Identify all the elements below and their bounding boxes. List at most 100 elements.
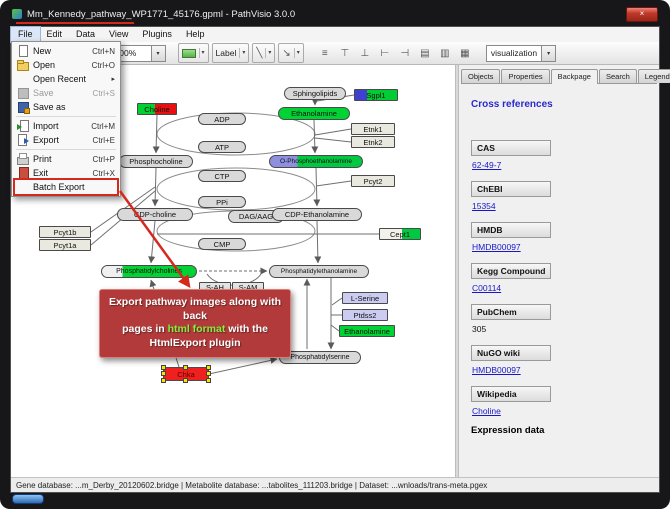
new-label-button[interactable]: Label ▾	[212, 43, 250, 63]
menu-item-shortcut: Ctrl+S	[93, 89, 115, 98]
title-bar[interactable]: Mm_Kennedy_pathway_WP1771_45176.gpml - P…	[12, 6, 658, 22]
pathway-node-adp[interactable]: ADP	[198, 113, 246, 125]
pathway-node-pcyt2[interactable]: Pcyt2	[351, 175, 395, 187]
pathway-edge[interactable]	[316, 181, 351, 186]
tab-legend[interactable]: Legend	[638, 69, 670, 83]
close-button[interactable]: ×	[626, 7, 658, 22]
menu-item-label: Open	[33, 60, 88, 70]
menubar-item-edit[interactable]: Edit	[40, 27, 70, 42]
zoom-dropdown-arrow-icon[interactable]: ▾	[151, 46, 165, 61]
pathway-node-l-serine[interactable]: L-Serine	[342, 292, 388, 304]
pathway-node-pcyt1a[interactable]: Pcyt1a	[39, 239, 91, 251]
new-datanode-button[interactable]: ▾	[178, 43, 209, 63]
menu-separator	[16, 116, 116, 117]
align-bottom-button[interactable]: ⊥	[356, 44, 374, 62]
align-left-button[interactable]: ⊢	[376, 44, 394, 62]
distribute-vertical-button[interactable]: ▥	[436, 44, 454, 62]
xref-value-nugo-wiki[interactable]: HMDB00097	[472, 365, 653, 375]
selection-handle-s[interactable]	[183, 378, 188, 383]
pathway-edge[interactable]	[151, 221, 155, 263]
pathway-edge[interactable]	[209, 359, 277, 374]
selection-handle-sw[interactable]	[161, 378, 166, 383]
file-menu-item-open-recent[interactable]: Open Recent▸	[14, 72, 118, 86]
dropdown-arrow-icon[interactable]: ▾	[199, 48, 205, 58]
dropdown-arrow-icon[interactable]: ▾	[294, 48, 300, 58]
pathway-node-ctp[interactable]: CTP	[198, 170, 246, 182]
tab-search[interactable]: Search	[599, 69, 637, 83]
tab-properties[interactable]: Properties	[501, 69, 549, 83]
distribute-horizontal-button[interactable]: ▤	[416, 44, 434, 62]
align-right-button[interactable]: ⊣	[396, 44, 414, 62]
pathway-edge[interactable]	[316, 168, 317, 206]
file-menu-item-save-as[interactable]: Save as	[14, 100, 118, 114]
pathway-node-pcyt1b[interactable]: Pcyt1b	[39, 226, 91, 238]
node-label: Cept1	[388, 230, 412, 239]
new-line-button[interactable]: ╲ ▾	[252, 43, 275, 63]
xref-value-hmdb[interactable]: HMDB00097	[472, 242, 653, 252]
pathway-node-chka[interactable]: Chka	[163, 367, 209, 381]
pathway-node-choline[interactable]: Choline	[137, 103, 177, 115]
menubar-item-plugins[interactable]: Plugins	[135, 27, 179, 42]
stack-button[interactable]: ▦	[456, 44, 474, 62]
pathway-edge[interactable]	[331, 325, 339, 331]
new-arrow-button[interactable]: ↘ ▾	[278, 43, 303, 63]
file-menu-item-new[interactable]: NewCtrl+N	[14, 44, 118, 58]
file-menu-item-print[interactable]: PrintCtrl+P	[14, 152, 118, 166]
file-menu-item-save[interactable]: SaveCtrl+S	[14, 86, 118, 100]
selection-handle-w[interactable]	[161, 371, 166, 376]
pathway-node-cept1[interactable]: Cept1	[379, 228, 421, 240]
selection-handle-se[interactable]	[206, 378, 211, 383]
xref-value-cas[interactable]: 62-49-7	[472, 160, 653, 170]
file-menu-item-export[interactable]: ExportCtrl+E	[14, 133, 118, 147]
pathway-edge[interactable]	[155, 168, 156, 206]
dropdown-arrow-icon[interactable]: ▾	[265, 48, 271, 58]
pathway-node-phosphatidylcholines[interactable]: Phosphatidylcholines	[101, 265, 197, 278]
pathway-node-phosphatidylserine[interactable]: Phosphatidylserine	[279, 351, 361, 364]
status-text: Gene database: ...m_Derby_20120602.bridg…	[16, 481, 487, 490]
pathway-node-cmp[interactable]: CMP	[198, 238, 246, 250]
file-menu-item-batch-export[interactable]: Batch Export	[14, 180, 118, 194]
pathway-node-sphingolipids[interactable]: Sphingolipids	[284, 87, 346, 100]
tab-backpage[interactable]: Backpage	[551, 69, 598, 84]
taskbar-pill[interactable]	[12, 494, 44, 504]
pathway-edge[interactable]	[332, 298, 342, 305]
tab-objects[interactable]: Objects	[461, 69, 500, 83]
pathway-node-ethanolamine[interactable]: Ethanolamine	[339, 325, 395, 337]
pathway-node-phosphocholine[interactable]: Phosphocholine	[119, 155, 193, 168]
pathway-node-ptdss2[interactable]: Ptdss2	[342, 309, 388, 321]
pathway-node-o-phosphoethanolamine[interactable]: O-Phosphoethanolamine	[269, 155, 363, 168]
pathway-edge[interactable]	[156, 115, 157, 153]
pathway-node-atp[interactable]: ATP	[198, 141, 246, 153]
menubar-item-help[interactable]: Help	[179, 27, 212, 42]
pathway-node-phosphatidylethanolamine[interactable]: Phosphatidylethanolamine	[269, 265, 369, 278]
align-horizontal-button[interactable]: ≡	[316, 44, 334, 62]
file-menu-item-import[interactable]: ImportCtrl+M	[14, 119, 118, 133]
selection-handle-nw[interactable]	[161, 365, 166, 370]
pathway-node-ethanolamine[interactable]: Ethanolamine	[278, 107, 350, 120]
pathway-edge[interactable]	[315, 138, 351, 142]
xref-value-chebi[interactable]: 15354	[472, 201, 653, 211]
xref-value-wikipedia[interactable]: Choline	[472, 406, 653, 416]
pathway-node-sgpl1[interactable]: Sgpl1	[354, 89, 398, 101]
selection-handle-n[interactable]	[183, 365, 188, 370]
align-top-button[interactable]: ⊤	[336, 44, 354, 62]
dropdown-arrow-icon[interactable]: ▾	[239, 48, 245, 58]
pathway-edge[interactable]	[315, 129, 351, 135]
visualization-combobox[interactable]: visualization ▾	[486, 45, 556, 62]
xref-value-kegg-compound[interactable]: C00114	[472, 283, 653, 293]
file-menu-item-open[interactable]: OpenCtrl+O	[14, 58, 118, 72]
menubar-item-view[interactable]: View	[102, 27, 135, 42]
pathway-node-cdp-choline[interactable]: CDP-choline	[117, 208, 193, 221]
selection-handle-ne[interactable]	[206, 365, 211, 370]
pathway-node-etnk2[interactable]: Etnk2	[351, 136, 395, 148]
visualization-dropdown-arrow-icon[interactable]: ▾	[541, 46, 555, 61]
pathway-node-ppi[interactable]: PPi	[198, 196, 246, 208]
menubar-item-file[interactable]: File	[11, 27, 40, 42]
pathway-node-cdp-ethanolamine[interactable]: CDP-Ethanolamine	[272, 208, 362, 221]
menubar-item-data[interactable]: Data	[69, 27, 102, 42]
file-menu-item-exit[interactable]: ExitCtrl+X	[14, 166, 118, 180]
pathway-edge[interactable]	[314, 120, 315, 153]
pathway-edge[interactable]	[317, 221, 318, 263]
selection-handle-e[interactable]	[206, 371, 211, 376]
pathway-node-etnk1[interactable]: Etnk1	[351, 123, 395, 135]
